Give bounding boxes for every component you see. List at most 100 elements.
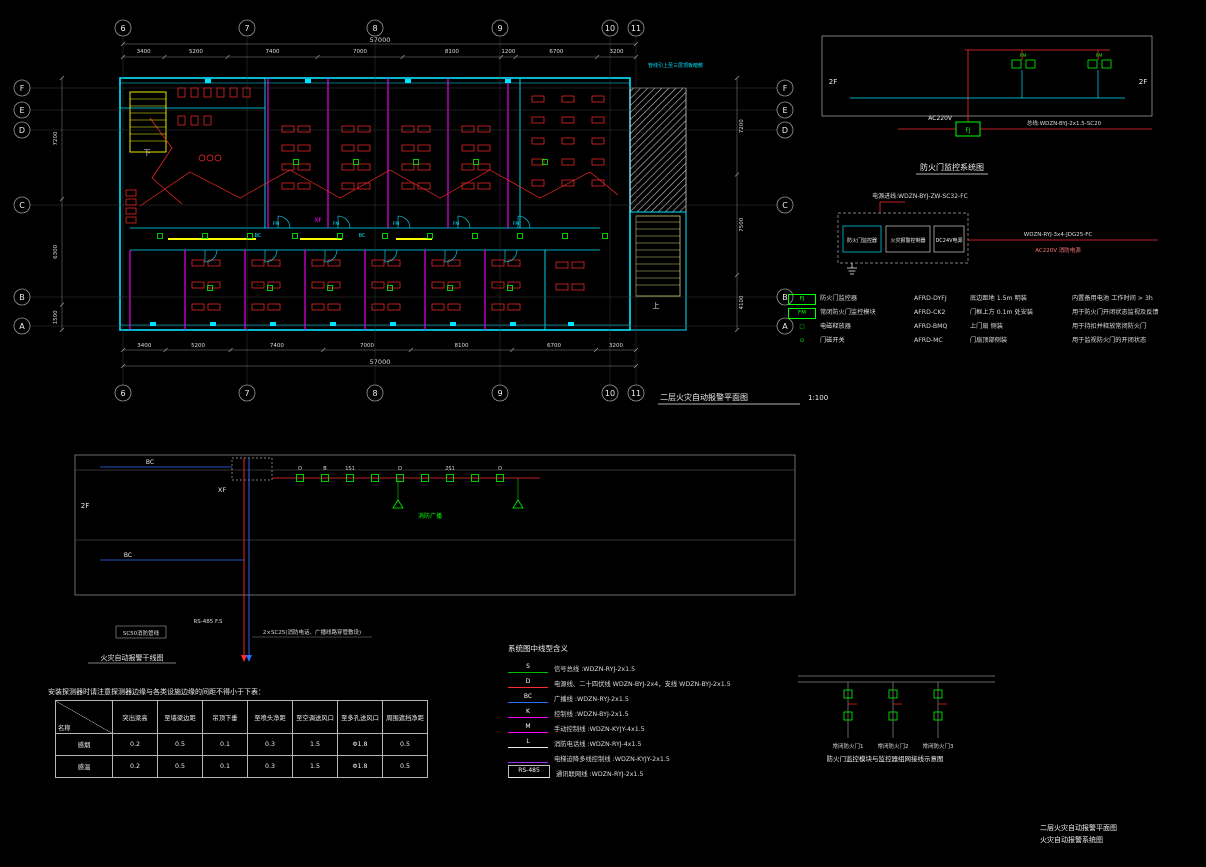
- wire-label: 电梯迫降多线控制线 :WDZN-KYJY-2x1.5: [554, 756, 670, 763]
- wall-device: [505, 79, 511, 83]
- desk: [327, 259, 341, 267]
- wall-device: [210, 322, 216, 326]
- ds-panel-box-label: 防火门监控器: [847, 237, 877, 244]
- desk: [177, 87, 186, 98]
- door-swing: [204, 249, 218, 263]
- desk: [401, 125, 415, 133]
- dim-tick: [593, 347, 599, 353]
- riser-diagram: [74, 454, 796, 664]
- spacing-table-header: 至多孔送风口: [337, 700, 383, 734]
- desk: [561, 179, 575, 187]
- spacing-table-cell: Φ1.8: [337, 733, 383, 756]
- device-install: 上门扇 侧装: [970, 323, 1003, 330]
- door-monitor-module: [933, 689, 943, 699]
- door-monitor-module: [933, 711, 943, 721]
- desk: [207, 303, 221, 311]
- wall-device-layer: [150, 79, 574, 326]
- dim-label: 5200: [189, 49, 203, 55]
- ds-bus-spec: 总线:WDZN-BYJ-2x1.5-SC20: [1027, 119, 1102, 127]
- dim-label: 7000: [353, 49, 367, 55]
- wall-device: [510, 322, 516, 326]
- desk: [191, 281, 205, 289]
- device-note: 用于持扣并释放常闭防火门: [1072, 323, 1147, 330]
- grid-bubble: [13, 288, 31, 306]
- grid-bubble: [114, 19, 132, 37]
- grid-bubble-label: E: [782, 106, 787, 115]
- desk: [371, 303, 385, 311]
- dim-tick: [633, 363, 639, 369]
- grid-bubble-label: 9: [497, 389, 502, 398]
- desk: [341, 125, 355, 133]
- device-name: 常闭防火门监控模块: [820, 309, 876, 316]
- desk: [251, 281, 265, 289]
- desk: [357, 125, 371, 133]
- grid-bubble: [627, 19, 645, 37]
- desk: [125, 216, 137, 224]
- desk: [387, 259, 401, 267]
- smoke-detector: [292, 233, 298, 239]
- dim-tick: [315, 54, 320, 60]
- grid-bubble-label: 6: [120, 389, 125, 398]
- grid-bubble-label: D: [782, 126, 788, 135]
- riser-device-label: D: [398, 466, 402, 472]
- device-symbol: ⊙: [799, 338, 805, 344]
- desk: [203, 115, 212, 126]
- desk: [125, 189, 137, 197]
- desk: [417, 144, 431, 152]
- riser-device: [371, 474, 379, 482]
- grid-bubble-label: D: [19, 126, 25, 135]
- ds-power-label: AC220V: [928, 115, 953, 122]
- grid-bubble: [366, 384, 384, 402]
- device-install: 门框上方 0.1m 处安装: [970, 309, 1034, 316]
- riser-bc-bottom: BC: [124, 552, 132, 559]
- wall-device: [305, 79, 311, 83]
- dim-label: 8100: [445, 49, 459, 55]
- grid-bubble: [366, 19, 384, 37]
- dim-label: 3400: [137, 49, 151, 55]
- desk: [281, 182, 295, 190]
- desk: [477, 163, 491, 171]
- wall-device: [330, 322, 336, 326]
- desk: [491, 281, 505, 289]
- grid-bubble: [776, 196, 794, 214]
- dim-label: 5200: [191, 343, 205, 349]
- device-model: AFRD-MC: [914, 337, 943, 344]
- alarm-branch-wiring: [149, 117, 183, 205]
- floor-plan-partitions: [129, 78, 509, 330]
- desk: [401, 182, 415, 190]
- desk: [591, 137, 605, 145]
- wire-label: 广播线 :WDZN-RYJ-2x1.5: [554, 696, 629, 703]
- desk: [555, 261, 569, 269]
- riser-device: [346, 474, 354, 482]
- door-network-branch-label: 常闭防火门2: [878, 742, 909, 750]
- desk: [561, 137, 575, 145]
- smoke-detector: [337, 233, 343, 239]
- spacing-table-slot: 名称突出梁高至墙梁边距吊顶下垂至喷头净距至空调送风口至多孔送风口周围遮挡净距感烟…: [55, 700, 428, 778]
- spacing-table-cell: 0.5: [157, 755, 203, 778]
- grid-bubble-label: 11: [631, 389, 641, 398]
- dim-tick: [59, 196, 65, 202]
- grid-bubble-label: 7: [244, 24, 249, 33]
- spacing-table-rowname: 感温: [55, 755, 113, 778]
- desk: [431, 303, 445, 311]
- spacing-table-header: 至空调送风口: [292, 700, 338, 734]
- wire-tag: RS-485: [508, 765, 550, 778]
- grid-bubble: [601, 384, 619, 402]
- dim-label: 7400: [266, 49, 280, 55]
- riser-speaker-label: 消防广播: [418, 512, 442, 520]
- desk: [387, 281, 401, 289]
- grid-bubble-label: 10: [605, 389, 615, 398]
- desk: [447, 281, 461, 289]
- desk: [387, 303, 401, 311]
- smoke-detector: [602, 233, 608, 239]
- dim-tick: [734, 272, 740, 278]
- grid-bubble-label: 6: [120, 24, 125, 33]
- desk: [461, 182, 475, 190]
- grid-bubble-label: B: [19, 293, 25, 302]
- desk: [591, 158, 605, 166]
- desk: [281, 144, 295, 152]
- dim-label: 6700: [547, 343, 561, 349]
- dim-tick: [59, 327, 65, 333]
